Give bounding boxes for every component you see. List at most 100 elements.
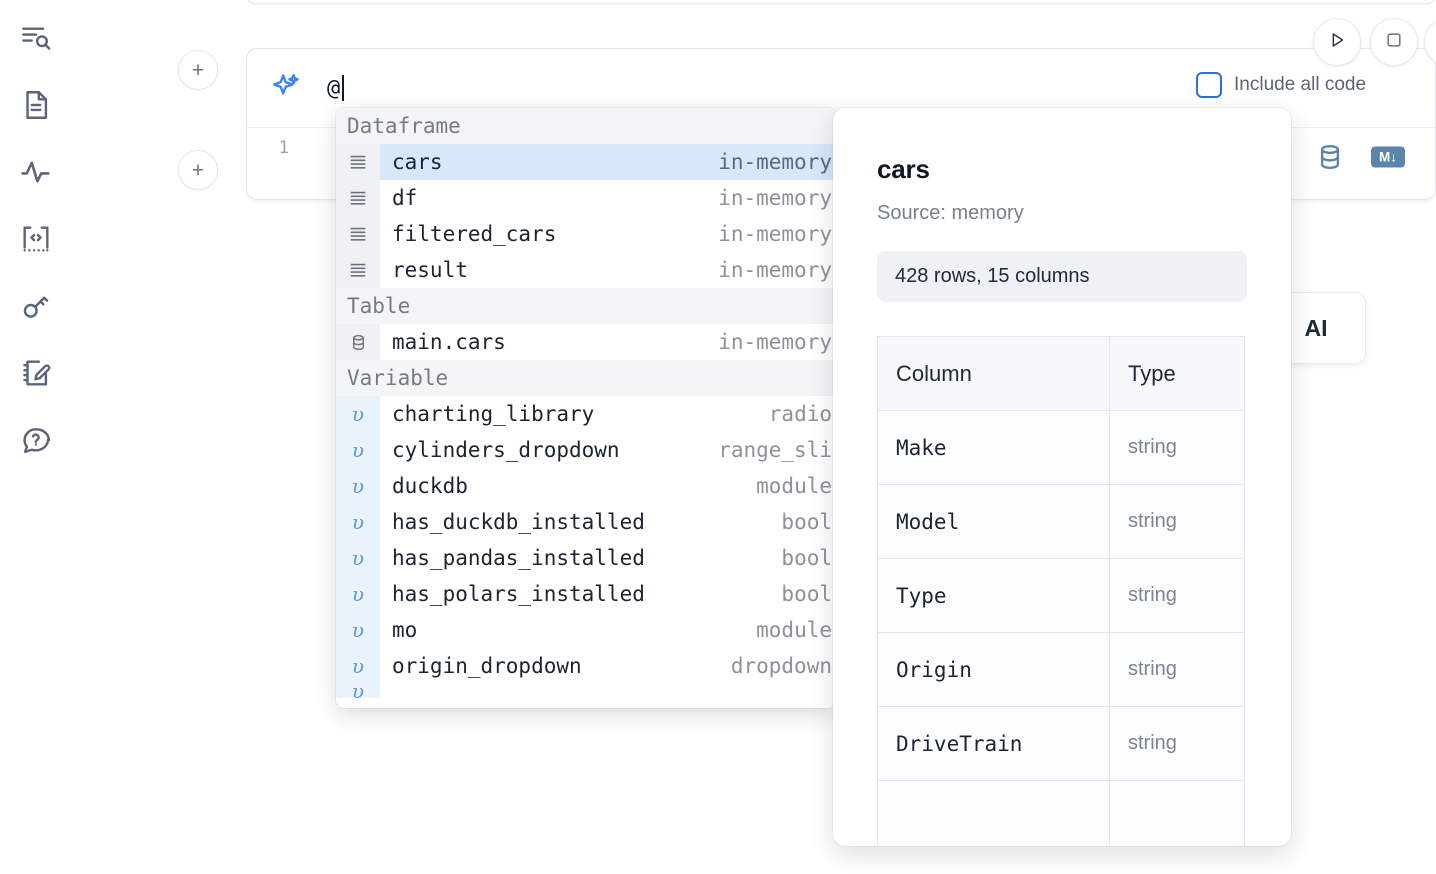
play-icon xyxy=(1326,29,1348,56)
sparkle-icon xyxy=(269,70,303,106)
sidebar-item-notebook[interactable] xyxy=(16,85,56,125)
autocomplete-item-name: cars xyxy=(392,150,443,174)
autocomplete-item-body: cylinders_dropdown range_sli xyxy=(380,432,836,468)
autocomplete-item-name: has_polars_installed xyxy=(392,582,645,606)
markdown-icon[interactable]: M↓ xyxy=(1371,145,1405,174)
autocomplete-item-type: bool xyxy=(781,510,832,534)
column-type-cell: string xyxy=(1109,410,1245,485)
ai-button-label: AI xyxy=(1304,314,1328,341)
column-type-cell: string xyxy=(1109,558,1245,633)
include-all-code-checkbox[interactable] xyxy=(1196,72,1222,98)
sidebar-item-snippets[interactable] xyxy=(16,219,56,259)
autocomplete-group-header: Table xyxy=(336,288,836,324)
column-type-cell: string xyxy=(1109,632,1245,707)
variable-icon: υ xyxy=(336,648,380,684)
preview-source: Source: memory xyxy=(877,202,1024,224)
dataframe-icon xyxy=(336,180,380,216)
variable-icon: υ xyxy=(336,684,380,698)
snippets-code-icon xyxy=(19,222,53,256)
autocomplete-item-type: in-memory xyxy=(718,222,832,246)
autocomplete-item-type: in-memory xyxy=(718,150,832,174)
sidebar-item-activity[interactable] xyxy=(16,152,56,192)
table-header-cell: Type xyxy=(1109,336,1245,411)
activity-icon xyxy=(19,155,53,189)
database-icon[interactable] xyxy=(1315,142,1345,177)
sidebar-item-explore[interactable] xyxy=(16,18,56,58)
svg-text:M↓: M↓ xyxy=(1379,150,1397,165)
autocomplete-item[interactable]: υ cylinders_dropdown range_sli xyxy=(336,432,836,468)
sidebar-rail xyxy=(0,0,72,874)
variable-icon: υ xyxy=(336,396,380,432)
autocomplete-item-name: main.cars xyxy=(392,330,506,354)
preview-shape-badge: 428 rows, 15 columns xyxy=(877,251,1247,302)
column-name-cell: Origin xyxy=(877,632,1110,707)
sidebar-item-help[interactable] xyxy=(16,420,56,460)
run-cell-button[interactable] xyxy=(1313,18,1361,66)
autocomplete-item-type: module xyxy=(756,474,832,498)
autocomplete-item-name: cylinders_dropdown xyxy=(392,438,620,462)
add-cell-below-button[interactable]: + xyxy=(178,150,218,190)
autocomplete-item-body xyxy=(380,684,836,698)
database-icon xyxy=(336,324,380,360)
variable-icon: υ xyxy=(336,432,380,468)
table-row xyxy=(877,780,1245,846)
include-all-code-row[interactable]: Include all code xyxy=(1196,72,1366,98)
preview-title: cars xyxy=(877,154,930,184)
variable-icon: υ xyxy=(336,612,380,648)
notebook-file-icon xyxy=(19,88,53,122)
table-header-cell: Column xyxy=(877,336,1110,411)
stop-cell-button[interactable] xyxy=(1370,18,1418,66)
autocomplete-item[interactable]: υ has_duckdb_installed bool xyxy=(336,504,836,540)
autocomplete-item-body: main.cars in-memory xyxy=(380,324,836,360)
column-name-cell xyxy=(877,780,1110,846)
sidebar-item-scratchpad[interactable] xyxy=(16,353,56,393)
column-type-cell xyxy=(1109,780,1245,846)
autocomplete-item-type: range_sli xyxy=(718,438,832,462)
ai-prompt-row: @ xyxy=(247,49,1435,127)
autocomplete-item-type: in-memory xyxy=(718,330,832,354)
variable-icon: υ xyxy=(336,504,380,540)
autocomplete-item-name: result xyxy=(392,258,468,282)
ai-prompt-input[interactable]: @ xyxy=(303,75,1417,101)
dataframe-icon xyxy=(336,144,380,180)
previous-cell xyxy=(246,0,1436,4)
autocomplete-item-type: radio xyxy=(768,402,832,426)
variable-icon: υ xyxy=(336,468,380,504)
autocomplete-item[interactable]: main.cars in-memory xyxy=(336,324,836,360)
add-cell-above-button[interactable]: + xyxy=(178,50,218,90)
dataframe-icon xyxy=(336,252,380,288)
autocomplete-item-name: has_duckdb_installed xyxy=(392,510,645,534)
autocomplete-item-type: bool xyxy=(781,582,832,606)
autocomplete-item[interactable]: cars in-memory xyxy=(336,144,836,180)
variable-icon: υ xyxy=(336,540,380,576)
cell-footer-icons: M↓ xyxy=(1315,142,1405,177)
autocomplete-item[interactable]: υ xyxy=(336,684,836,698)
help-chat-icon xyxy=(19,423,53,457)
plus-icon: + xyxy=(191,158,205,182)
sidebar-item-secrets[interactable] xyxy=(16,286,56,326)
autocomplete-item-body: has_duckdb_installed bool xyxy=(380,504,836,540)
autocomplete-group-header: Dataframe xyxy=(336,108,836,144)
dataframe-preview-panel: cars Source: memory 428 rows, 15 columns… xyxy=(833,108,1291,846)
text-caret xyxy=(341,75,344,101)
